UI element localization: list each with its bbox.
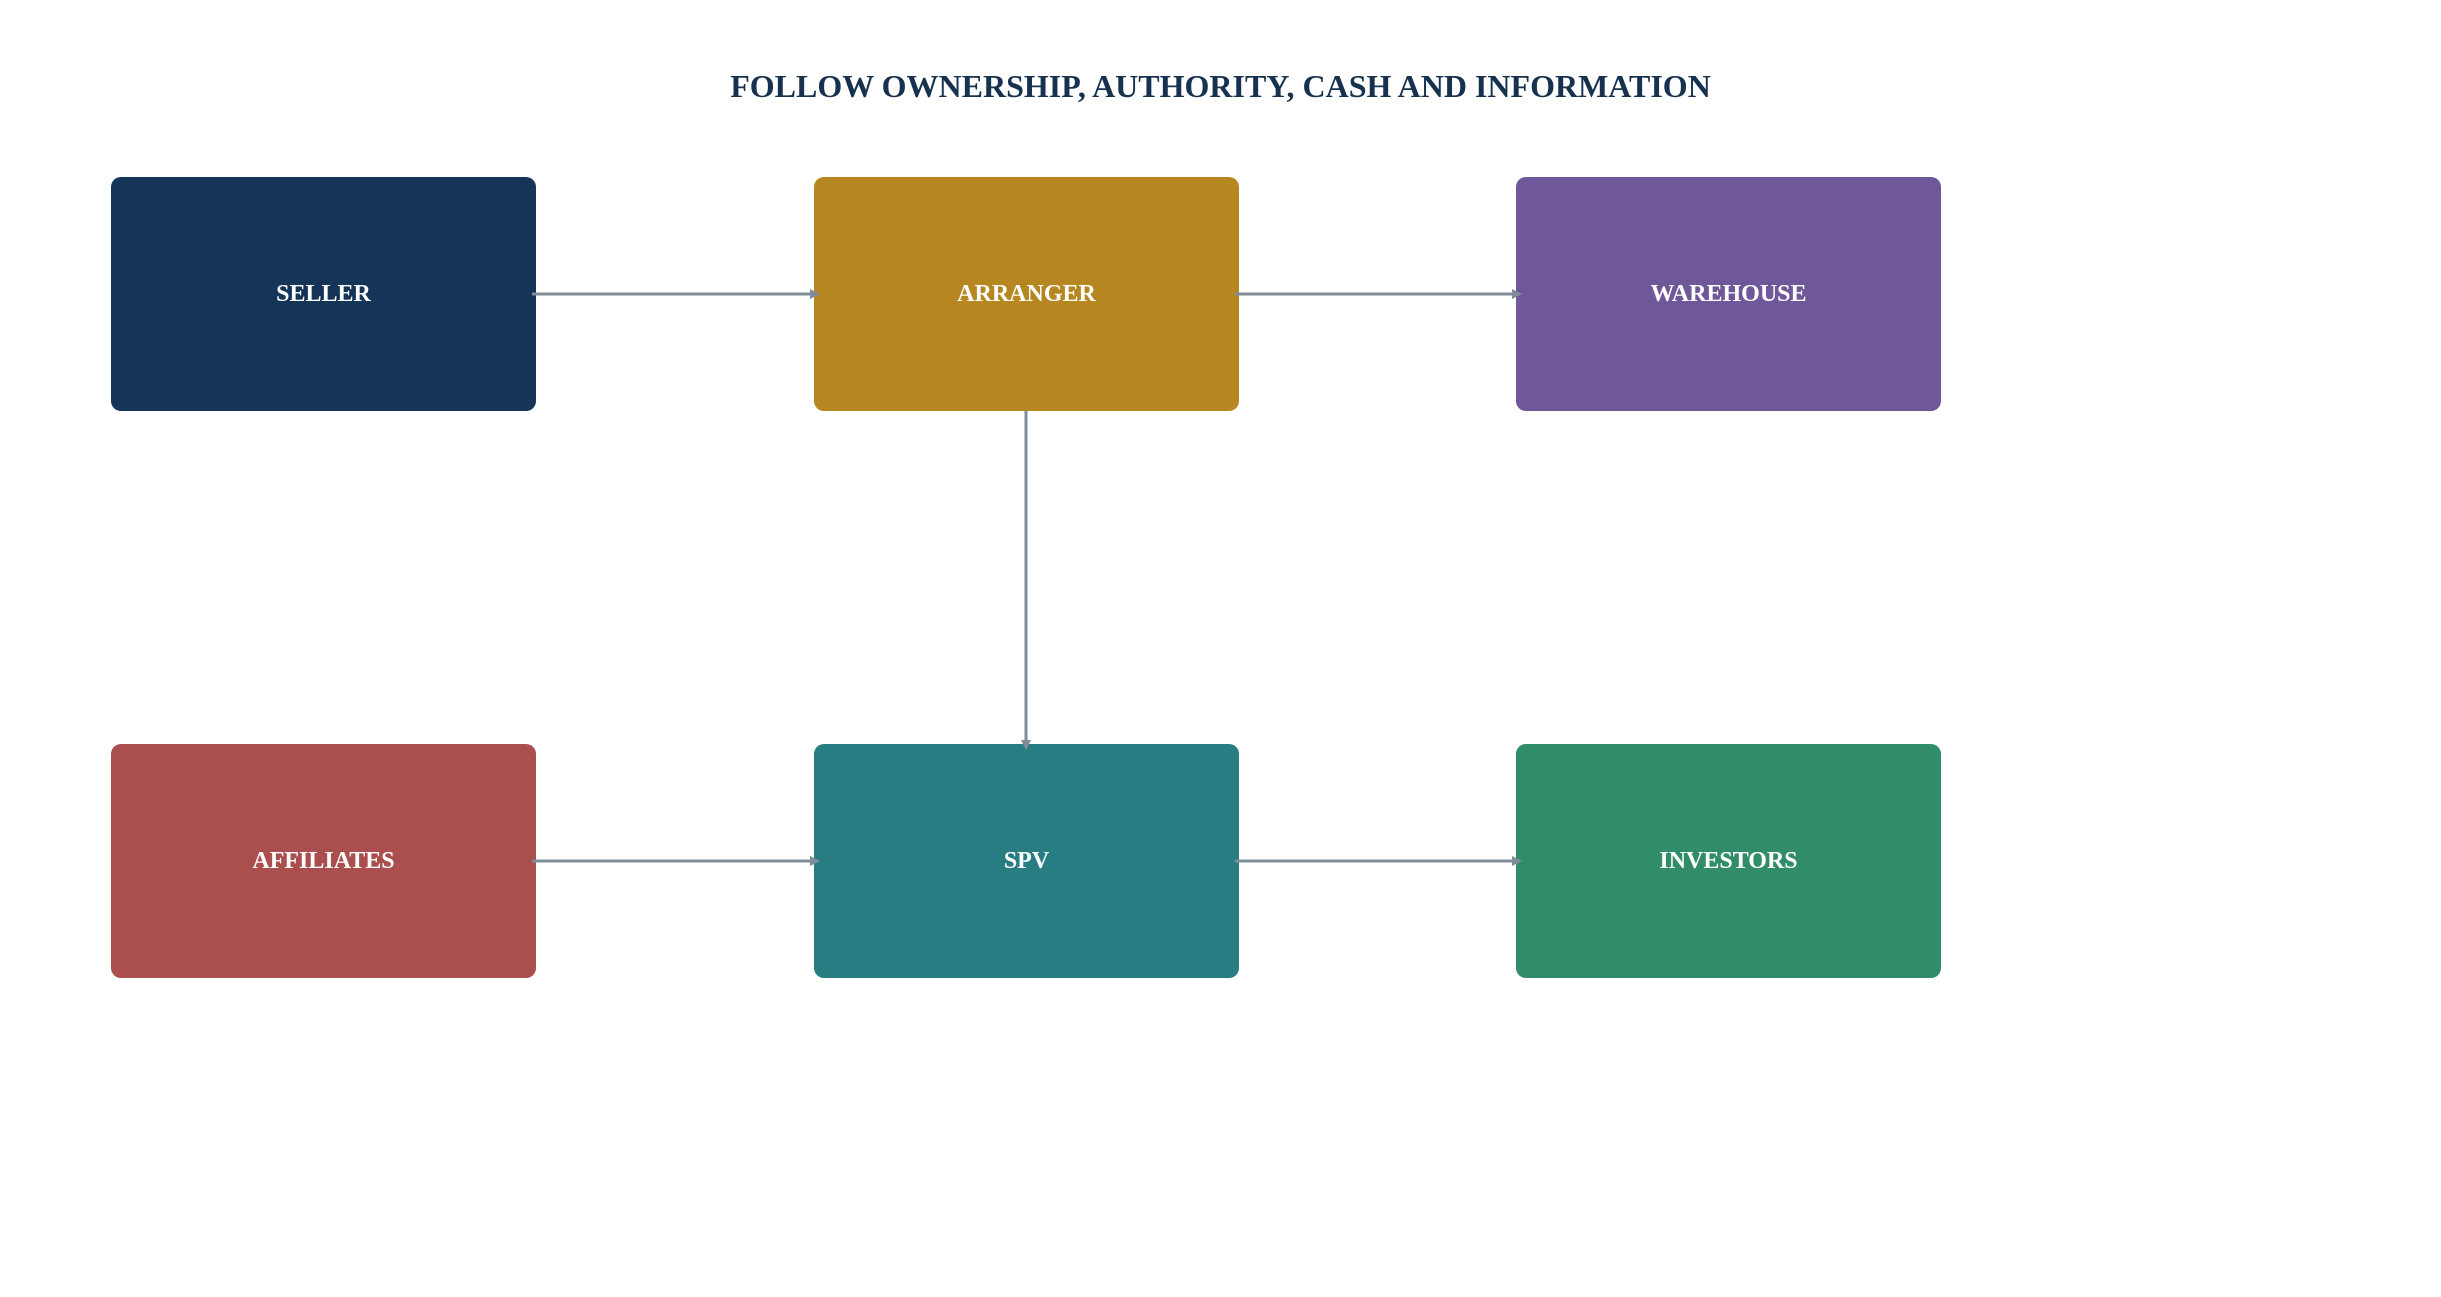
node-seller: SELLER [111, 177, 536, 411]
diagram-title: FOLLOW OWNERSHIP, AUTHORITY, CASH AND IN… [730, 68, 1711, 104]
node-affiliates: AFFILIATES [111, 744, 536, 978]
node-investors: INVESTORS [1516, 744, 1941, 978]
node-spv: SPV [814, 744, 1239, 978]
node-warehouse: WAREHOUSE [1516, 177, 1941, 411]
node-arranger: ARRANGER [814, 177, 1239, 411]
